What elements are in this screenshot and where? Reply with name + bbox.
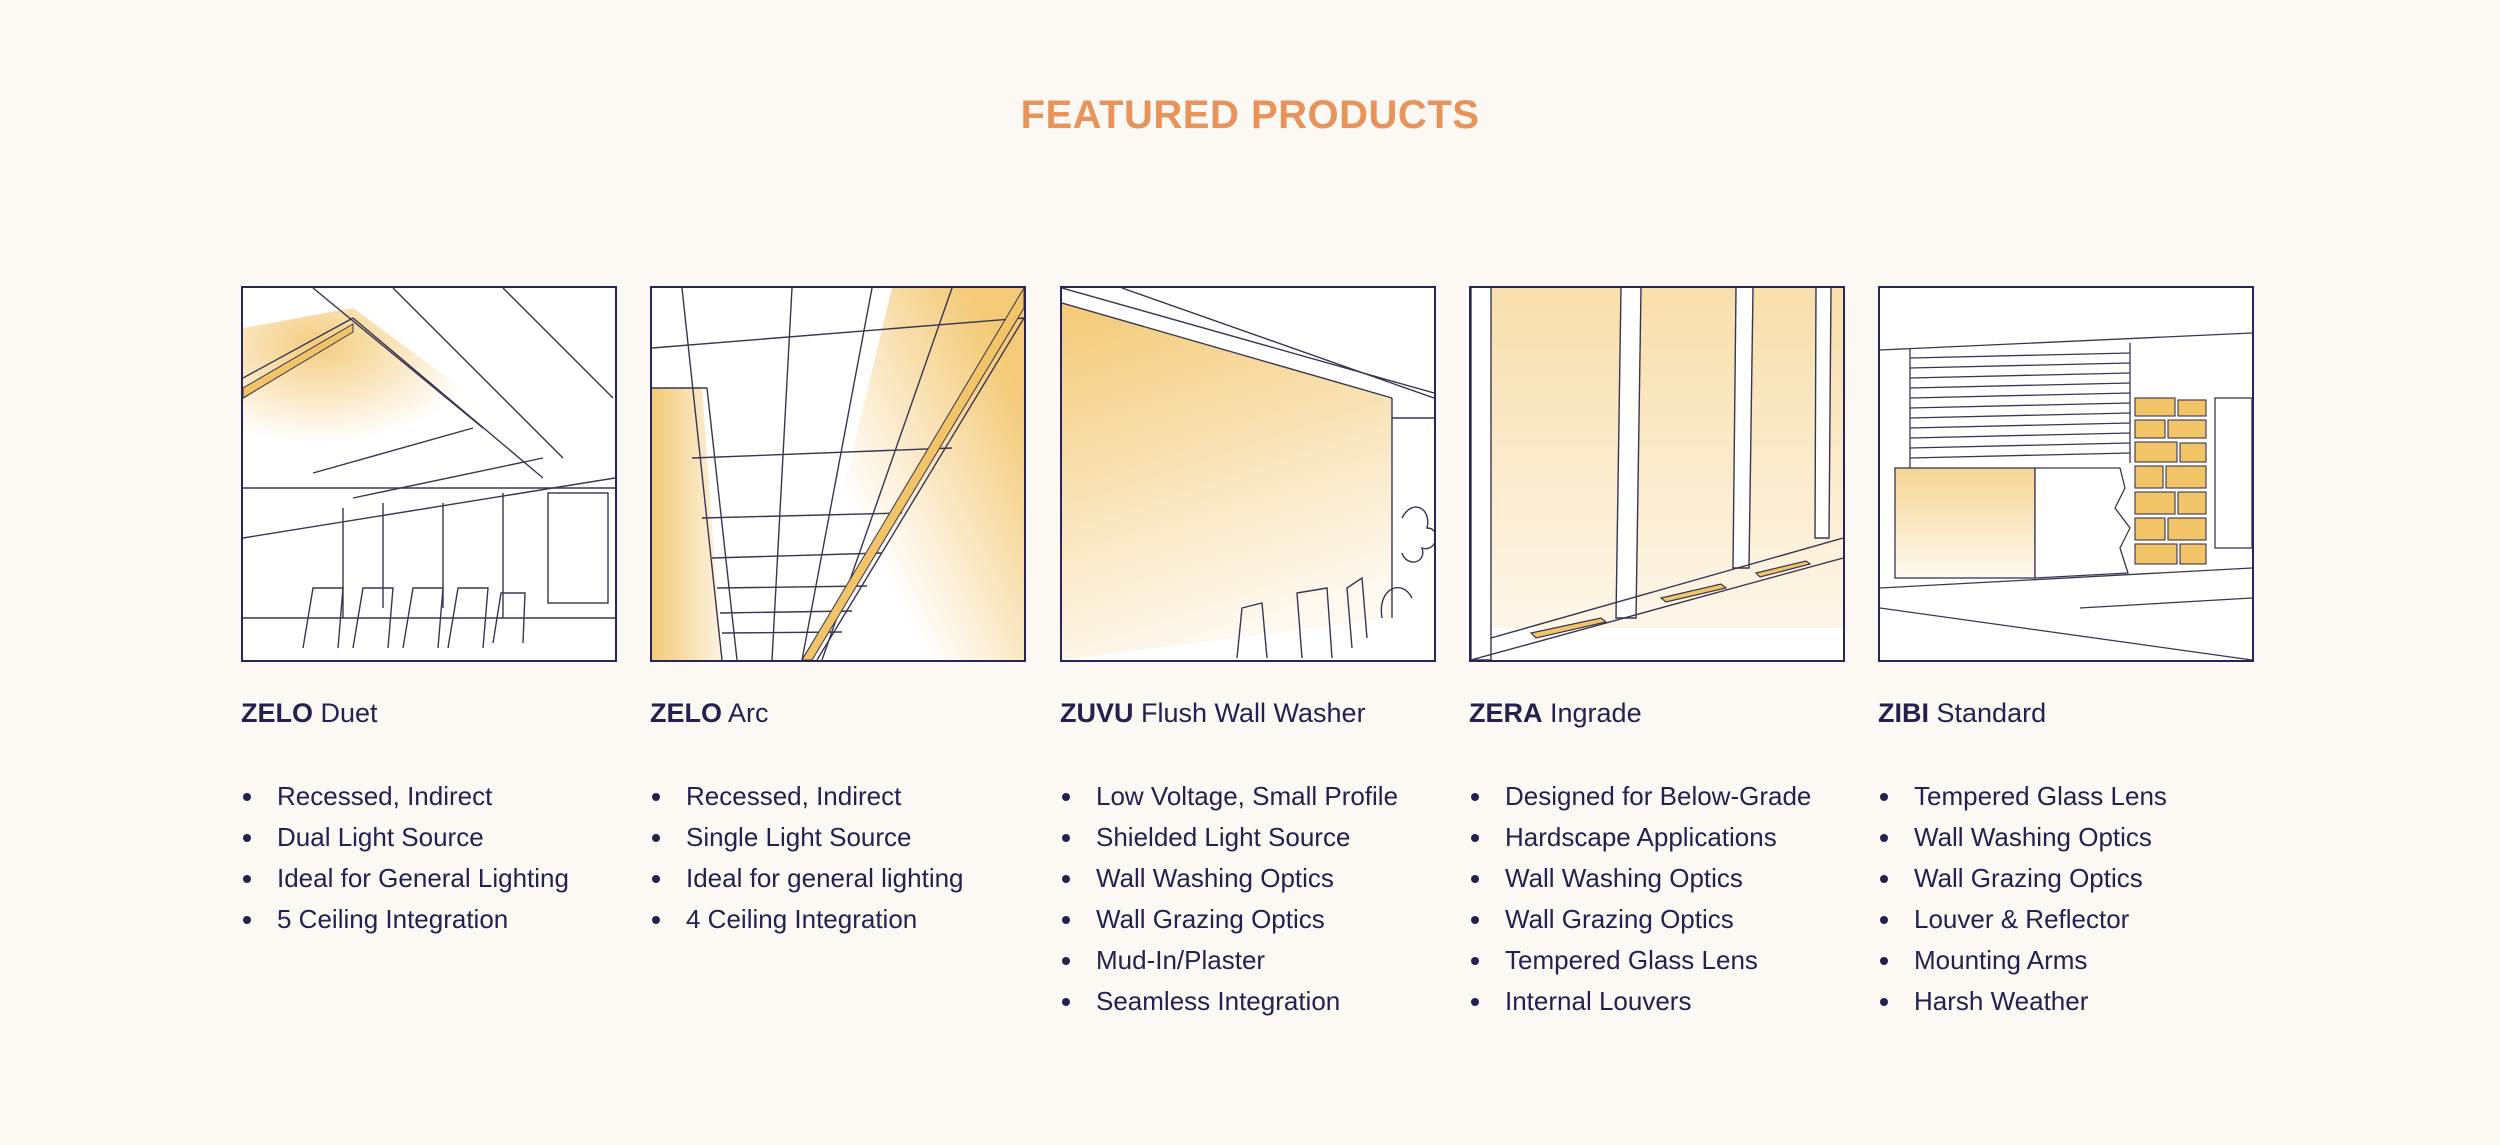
page-title: FEATURED PRODUCTS (1020, 92, 1480, 137)
feature-item: Hardscape Applications (1469, 817, 1845, 858)
product-model: Ingrade (1550, 698, 1642, 728)
corridor-ceiling-illustration-icon (652, 288, 1024, 660)
product-model: Duet (320, 698, 378, 728)
feature-item: Wall Washing Optics (1878, 817, 2254, 858)
feature-item: 5 Ceiling Integration (241, 899, 617, 940)
product-name: ZERA Ingrade (1469, 696, 1845, 730)
product-card-zera-ingrade[interactable]: ZERA Ingrade Designed for Below-Grade Ha… (1469, 286, 1845, 1022)
product-brand: ZIBI (1878, 698, 1929, 728)
feature-item: Ideal for general lighting (650, 858, 1026, 899)
product-card-zelo-arc[interactable]: ZELO Arc Recessed, Indirect Single Light… (650, 286, 1026, 940)
feature-item: Recessed, Indirect (241, 776, 617, 817)
feature-item: Wall Grazing Optics (1878, 858, 2254, 899)
feature-item: Mounting Arms (1878, 940, 2254, 981)
feature-item: Recessed, Indirect (650, 776, 1026, 817)
product-brand: ZELO (241, 698, 313, 728)
feature-list: Recessed, Indirect Single Light Source I… (650, 776, 1026, 940)
product-card-zibi-standard[interactable]: ZIBI Standard Tempered Glass Lens Wall W… (1878, 286, 2254, 1022)
stone-wall-illustration-icon (1880, 288, 2252, 660)
product-image-zelo-arc[interactable] (650, 286, 1026, 662)
product-name: ZELO Duet (241, 696, 617, 730)
feature-list: Low Voltage, Small Profile Shielded Ligh… (1060, 776, 1436, 1022)
product-brand: ZUVU (1060, 698, 1134, 728)
feature-item: Ideal for General Lighting (241, 858, 617, 899)
feature-item: Tempered Glass Lens (1878, 776, 2254, 817)
feature-item: Tempered Glass Lens (1469, 940, 1845, 981)
product-image-zibi-standard[interactable] (1878, 286, 2254, 662)
wall-washer-illustration-icon (1062, 288, 1434, 660)
product-image-zelo-duet[interactable] (241, 286, 617, 662)
product-image-zera-ingrade[interactable] (1469, 286, 1845, 662)
feature-item: Internal Louvers (1469, 981, 1845, 1022)
feature-item: Dual Light Source (241, 817, 617, 858)
feature-item: Low Voltage, Small Profile (1060, 776, 1436, 817)
product-image-zuvu-flush-wall-washer[interactable] (1060, 286, 1436, 662)
feature-item: Harsh Weather (1878, 981, 2254, 1022)
product-name: ZUVU Flush Wall Washer (1060, 696, 1436, 730)
feature-item: Designed for Below-Grade (1469, 776, 1845, 817)
product-name: ZELO Arc (650, 696, 1026, 730)
feature-item: Mud-In/Plaster (1060, 940, 1436, 981)
feature-item: Seamless Integration (1060, 981, 1436, 1022)
feature-item: 4 Ceiling Integration (650, 899, 1026, 940)
ceiling-cove-illustration-icon (243, 288, 615, 660)
product-model: Arc (728, 698, 769, 728)
product-brand: ZELO (650, 698, 722, 728)
product-card-zuvu-flush-wall-washer[interactable]: ZUVU Flush Wall Washer Low Voltage, Smal… (1060, 286, 1436, 1022)
product-brand: ZERA (1469, 698, 1543, 728)
feature-item: Wall Washing Optics (1469, 858, 1845, 899)
product-card-zelo-duet[interactable]: ZELO Duet Recessed, Indirect Dual Light … (241, 286, 617, 940)
feature-item: Single Light Source (650, 817, 1026, 858)
feature-item: Wall Grazing Optics (1060, 899, 1436, 940)
product-model: Flush Wall Washer (1141, 698, 1366, 728)
feature-item: Louver & Reflector (1878, 899, 2254, 940)
feature-list: Recessed, Indirect Dual Light Source Ide… (241, 776, 617, 940)
product-model: Standard (1936, 698, 2047, 728)
feature-item: Wall Grazing Optics (1469, 899, 1845, 940)
feature-list: Designed for Below-Grade Hardscape Appli… (1469, 776, 1845, 1022)
feature-list: Tempered Glass Lens Wall Washing Optics … (1878, 776, 2254, 1022)
feature-item: Shielded Light Source (1060, 817, 1436, 858)
feature-item: Wall Washing Optics (1060, 858, 1436, 899)
ingrade-columns-illustration-icon (1471, 288, 1843, 660)
product-name: ZIBI Standard (1878, 696, 2254, 730)
